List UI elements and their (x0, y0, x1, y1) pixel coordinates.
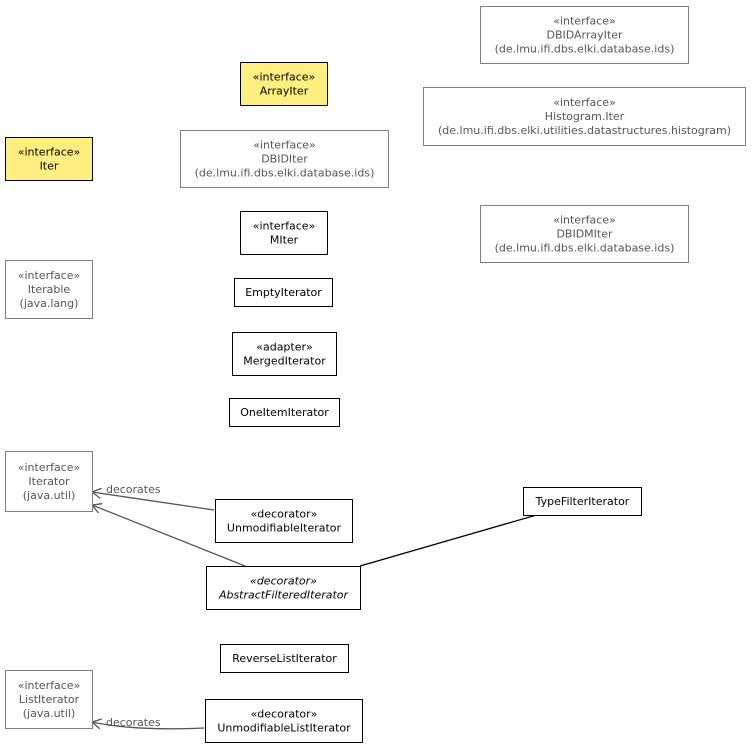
node-dbidarrayiter: «interface»DBIDArrayIter(de.lmu.ifi.dbs.… (480, 6, 689, 64)
node-label-typefilteriterator-0: TypeFilterIterator (535, 495, 630, 508)
node-box-histogramiter (423, 87, 746, 146)
node-label-unmodifiablelistiterator-1: UnmodifiableListIterator (217, 722, 351, 735)
node-label-listiterator-1: ListIterator (19, 693, 80, 706)
node-box-mergediterator (232, 332, 337, 376)
node-box-miter (240, 211, 328, 255)
node-label-iterable-2: (java.lang) (20, 297, 79, 310)
node-emptyiterator: EmptyIterator (234, 278, 333, 307)
node-box-iterator (5, 451, 93, 512)
node-label-dbidmiter-0: «interface» (553, 214, 616, 227)
edge-iterator-abstractfilterediterator (92, 528, 204, 575)
edge-abstractfilterediterator-typefilteriterator (359, 513, 541, 567)
node-label-emptyiterator-0: EmptyIterator (245, 286, 322, 299)
node-box-oneitemiterator (229, 398, 340, 427)
node-label-arrayiter-1: ArrayIter (260, 85, 309, 98)
edge-arrayiter-dbidarrayiter (327, 50, 478, 76)
edge-label-decorates-listiterator: decorates (106, 716, 161, 729)
node-oneitemiterator: OneItemIterator (229, 398, 340, 427)
node-box-unmodifiableiterator (215, 499, 353, 543)
node-label-iterable-1: Iterable (28, 283, 71, 296)
node-label-oneitemiterator-0: OneItemIterator (240, 406, 329, 419)
node-box-iterable (5, 260, 93, 319)
node-unmodifiableiterator: «decorator»UnmodifiableIterator (215, 499, 353, 543)
edge-iterator-mergediterator-1 (74, 358, 230, 452)
node-label-dbiditer-2: (de.lmu.ifi.dbs.elki.database.ids) (195, 167, 375, 180)
node-label-unmodifiableiterator-1: UnmodifiableIterator (227, 522, 342, 535)
edge-abstractfilterediterator-decorates-iterator (90, 503, 246, 567)
node-label-iter-1: Iter (40, 160, 59, 173)
node-label-histogramiter-2: (de.lmu.ifi.dbs.elki.utilities.datastruc… (438, 124, 731, 137)
node-label-miter-1: MIter (270, 234, 299, 247)
node-box-abstractfilterediterator (206, 566, 361, 610)
node-box-dbiditer (180, 130, 389, 188)
node-reverselistiterator: ReverseListIterator (220, 644, 349, 673)
node-label-dbiditer-0: «interface» (253, 139, 316, 152)
node-box-unmodifiablelistiterator (205, 699, 363, 743)
node-label-iterable-0: «interface» (18, 269, 81, 282)
node-label-unmodifiablelistiterator-0: «decorator» (251, 708, 318, 721)
node-label-listiterator-2: (java.util) (23, 707, 76, 720)
edges: decorates decorates (66, 50, 541, 730)
node-label-mergediterator-1: MergedIterator (243, 355, 326, 368)
node-box-emptyiterator (234, 278, 333, 307)
node-box-dbidarrayiter (480, 6, 689, 64)
edge-unmodifiableiterator-decorates-iterator (90, 487, 215, 511)
node-box-arrayiter (240, 62, 328, 106)
node-label-dbidarrayiter-2: (de.lmu.ifi.dbs.elki.database.ids) (495, 43, 675, 56)
node-label-arrayiter-0: «interface» (253, 71, 316, 84)
node-iter: «interface»Iter (5, 137, 93, 181)
node-label-dbiditer-1: DBIDIter (261, 153, 308, 166)
nodes: «interface»Iter«interface»ArrayIter«inte… (5, 6, 746, 743)
node-abstractfilterediterator: «decorator»AbstractFilteredIterator (206, 566, 361, 610)
node-label-listiterator-0: «interface» (18, 679, 81, 692)
node-label-unmodifiableiterator-0: «decorator» (251, 508, 318, 521)
node-box-listiterator (5, 670, 93, 729)
node-miter: «interface»MIter (240, 211, 328, 255)
node-label-histogramiter-1: Histogram.Iter (545, 110, 625, 123)
node-listiterator: «interface»ListIterator(java.util) (5, 670, 93, 729)
edge-label-decorates-iterator: decorates (106, 483, 161, 496)
node-iterator: «interface»Iterator(java.util) (5, 451, 93, 512)
node-label-iter-0: «interface» (18, 146, 81, 159)
node-label-dbidmiter-1: DBIDMIter (556, 228, 613, 241)
node-mergediterator: «adapter»MergedIterator (232, 332, 337, 376)
edge-listiterator-reverselistiterator (92, 664, 218, 690)
node-label-iterator-0: «interface» (18, 461, 81, 474)
node-arrayiter: «interface»ArrayIter (240, 62, 328, 106)
node-label-histogramiter-0: «interface» (553, 96, 616, 109)
edge-iterator-unmodifiableiterator (92, 515, 214, 521)
edge-iterator-emptyiterator (66, 298, 232, 450)
node-dbiditer: «interface»DBIDIter(de.lmu.ifi.dbs.elki.… (180, 130, 389, 188)
node-box-iter (5, 137, 93, 181)
node-typefilteriterator: TypeFilterIterator (523, 487, 642, 516)
node-label-mergediterator-0: «adapter» (256, 341, 313, 354)
node-label-miter-0: «interface» (253, 220, 316, 233)
node-box-reverselistiterator (220, 644, 349, 673)
node-label-iterator-1: Iterator (28, 475, 70, 488)
edge-unmodifiablelistiterator-decorates-listiterator (90, 718, 205, 730)
edge-iterator-oneitemiterator (92, 420, 228, 446)
node-iterable: «interface»Iterable(java.lang) (5, 260, 93, 319)
node-label-abstractfilterediterator-1: AbstractFilteredIterator (218, 589, 350, 602)
node-box-dbidmiter (480, 205, 689, 263)
node-unmodifiablelistiterator: «decorator»UnmodifiableListIterator (205, 699, 363, 743)
node-label-reverselistiterator-0: ReverseListIterator (232, 652, 337, 665)
edge-listiterator-unmodifiablelistiterator (92, 704, 204, 716)
edge-iterator-mergediterator-2 (82, 375, 240, 454)
node-histogramiter: «interface»Histogram.Iter(de.lmu.ifi.dbs… (423, 87, 746, 146)
node-label-dbidarrayiter-0: «interface» (553, 15, 616, 28)
node-label-dbidmiter-2: (de.lmu.ifi.dbs.elki.database.ids) (495, 242, 675, 255)
node-label-iterator-2: (java.util) (23, 489, 76, 502)
edge-iterable-emptyiterator (92, 290, 232, 292)
node-dbidmiter: «interface»DBIDMIter(de.lmu.ifi.dbs.elki… (480, 205, 689, 263)
node-box-typefilteriterator (523, 487, 642, 516)
node-label-abstractfilterediterator-0: «decorator» (250, 575, 317, 588)
edge-arrayiter-histogramiter (327, 90, 420, 100)
node-label-dbidarrayiter-1: DBIDArrayIter (546, 29, 622, 42)
